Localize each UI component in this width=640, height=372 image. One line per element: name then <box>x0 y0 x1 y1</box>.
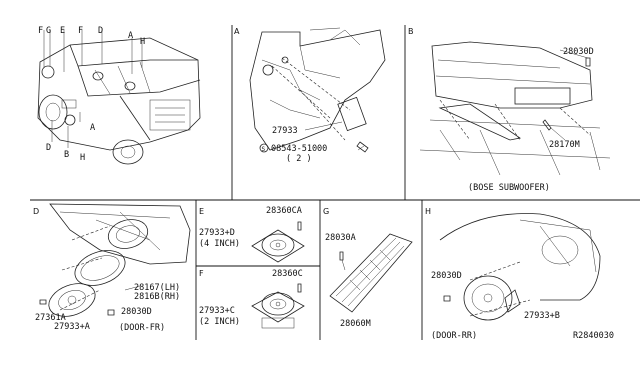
callout-e: E <box>60 26 65 36</box>
panel-d-letter: D <box>33 207 39 216</box>
panel-b-letter: B <box>408 27 414 36</box>
part-28360ca: 28360CA <box>266 206 302 216</box>
panel-f-letter: F <box>199 269 204 278</box>
part-27361a: 27361A <box>35 313 66 323</box>
part-27933-c: 27933+C <box>199 306 235 316</box>
panel-a-letter: A <box>234 27 240 36</box>
part-28030d: 28030D <box>563 47 594 57</box>
part-28030d-d: 28030D <box>121 307 152 317</box>
panel-h: H 28030D 27933+B (DOOR-RR) R2840030 <box>425 207 614 341</box>
overview-callouts: F G E F D A H D B H A <box>38 26 145 163</box>
panel-g-letter: G <box>323 207 329 216</box>
callout-d2: D <box>46 143 51 153</box>
panel-dividers <box>30 25 640 340</box>
bose-subwoofer-caption: (BOSE SUBWOOFER) <box>468 183 550 193</box>
panel-g: G 28030A 28060M <box>323 207 413 329</box>
part-28060m: 28060M <box>340 319 371 329</box>
part-qty: ( 2 ) <box>286 154 312 164</box>
callout-h: H <box>140 37 145 47</box>
part-28360c: 28360C <box>272 269 303 279</box>
part-28030a: 28030A <box>325 233 356 243</box>
callout-b: B <box>64 150 69 160</box>
callout-g: G <box>46 26 51 36</box>
panel-f: F 28360C 27933+C (2 INCH) <box>199 269 305 329</box>
callout-h2: H <box>80 153 85 163</box>
screw-symbol-icon <box>259 143 269 153</box>
panel-d: D 28167(LH) 2816B(RH) 28030D 27361A 2793… <box>33 203 191 333</box>
part-27933-b: 27933+B <box>524 311 560 321</box>
vehicle-overview <box>37 30 201 165</box>
panel-e: E 28360CA 27933+D (4 INCH) <box>199 206 305 263</box>
door-fr-caption: (DOOR-FR) <box>119 323 165 333</box>
part-27933: 27933 <box>272 126 298 136</box>
panel-a: A 27933 S 08543-51000 ( 2 ) <box>234 27 386 164</box>
panel-e-letter: E <box>199 207 204 216</box>
part-28167-lh: 28167(LH) <box>134 283 180 293</box>
screw-symbol-letter: S <box>262 146 266 153</box>
callout-f2: F <box>78 26 83 36</box>
callout-a: A <box>128 31 133 41</box>
panel-b: B 28030D 28170M (BOSE SUBWOOFER) <box>408 27 611 193</box>
callout-f: F <box>38 26 43 36</box>
part-27933-d: 27933+D <box>199 228 235 238</box>
callout-a2: A <box>90 123 95 133</box>
door-rr-caption: (DOOR-RR) <box>431 331 477 341</box>
part-28030d-h: 28030D <box>431 271 462 281</box>
panel-h-letter: H <box>425 207 431 216</box>
part-28170m: 28170M <box>549 140 580 150</box>
part-2816b-rh: 2816B(RH) <box>134 292 180 302</box>
diagram-reference: R2840030 <box>573 331 614 341</box>
size-4-inch: (4 INCH) <box>199 239 240 249</box>
size-2-inch: (2 INCH) <box>199 317 240 327</box>
callout-d: D <box>98 26 103 36</box>
part-08543-51000: 08543-51000 <box>271 144 327 154</box>
part-27933-a: 27933+A <box>54 322 90 332</box>
